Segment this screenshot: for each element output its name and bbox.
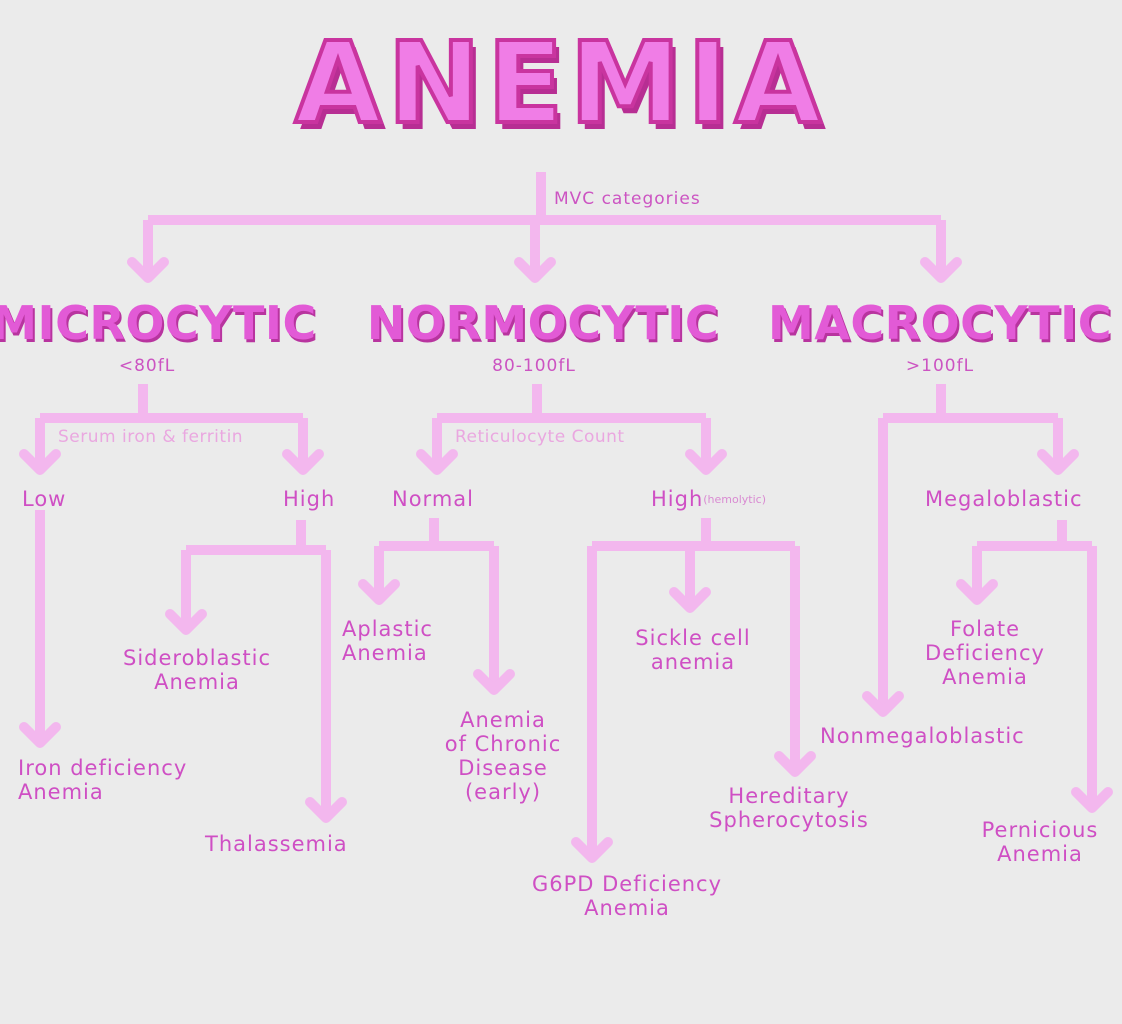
pernicious-anemia: Pernicious Anemia xyxy=(981,818,1099,867)
hemolytic-note: (hemolytic) xyxy=(703,493,767,506)
arrow-to-sideroblastic-head xyxy=(165,609,207,635)
iron-deficiency-anemia: Iron deficiency Anemia xyxy=(18,756,188,805)
arrow-to-normocytic-head xyxy=(514,257,556,283)
macrocytic-range: >100fL xyxy=(905,356,975,376)
reticulocyte-count-label: Reticulocyte Count xyxy=(455,427,625,447)
arrow-to-iron-deficiency-head xyxy=(19,722,61,748)
arrow-to-normo-high-head xyxy=(685,449,727,475)
microcytic-low-label: Low xyxy=(22,487,67,511)
arrow-to-micro-high-head xyxy=(282,449,324,475)
arrow-to-pernicious-head xyxy=(1071,787,1113,813)
arrow-to-thalassemia-head xyxy=(305,797,347,823)
anemia-of-chronic-disease: Anemia of Chronic Disease (early) xyxy=(444,708,562,805)
normocytic-high-label: High(hemolytic) xyxy=(651,487,766,511)
nonmegaloblastic-label: Nonmegaloblastic xyxy=(820,724,1025,748)
arrow-to-g6pd-head xyxy=(571,837,613,863)
arrow-to-microcytic-head xyxy=(127,257,169,283)
mvc-categories-label: MVC categories xyxy=(554,189,701,209)
microcytic-heading: MICROCYTIC xyxy=(0,296,317,350)
hereditary-spherocytosis: Hereditary Spherocytosis xyxy=(709,784,869,833)
g6pd-deficiency-anemia: G6PD Deficiency Anemia xyxy=(531,872,723,921)
arrow-to-folate-head xyxy=(956,579,998,605)
page-title: ANEMIA xyxy=(293,19,828,149)
arrow-to-megaloblastic-head xyxy=(1037,449,1079,475)
folate-deficiency-anemia: Folate Deficiency Anemia xyxy=(925,617,1045,690)
high-text: High xyxy=(651,487,704,511)
macrocytic-heading: MACROCYTIC xyxy=(768,296,1112,350)
thalassemia: Thalassemia xyxy=(205,832,348,856)
arrow-to-macrocytic-head xyxy=(920,257,962,283)
megaloblastic-label: Megaloblastic xyxy=(925,487,1083,511)
microcytic-range: <80fL xyxy=(118,356,176,376)
aplastic-anemia: Aplastic Anemia xyxy=(342,617,433,666)
normocytic-heading: NORMOCYTIC xyxy=(366,296,720,350)
normocytic-range: 80-100fL xyxy=(492,356,576,376)
sideroblastic-anemia: Sideroblastic Anemia xyxy=(122,646,272,695)
microcytic-high-label: High xyxy=(283,487,336,511)
arrow-to-sickle-cell-head xyxy=(669,587,711,613)
serum-iron-ferritin-label: Serum iron & ferritin xyxy=(58,427,244,447)
arrow-to-normal-head xyxy=(416,449,458,475)
arrow-to-chronic-disease-head xyxy=(473,669,515,695)
arrow-to-aplastic-head xyxy=(358,579,400,605)
arrow-to-nonmegaloblastic-head xyxy=(862,691,904,717)
normocytic-normal-label: Normal xyxy=(392,487,474,511)
arrow-to-low-head xyxy=(19,449,61,475)
sickle-cell-anemia: Sickle cell anemia xyxy=(635,626,751,675)
arrow-to-spherocytosis-head xyxy=(774,751,816,777)
